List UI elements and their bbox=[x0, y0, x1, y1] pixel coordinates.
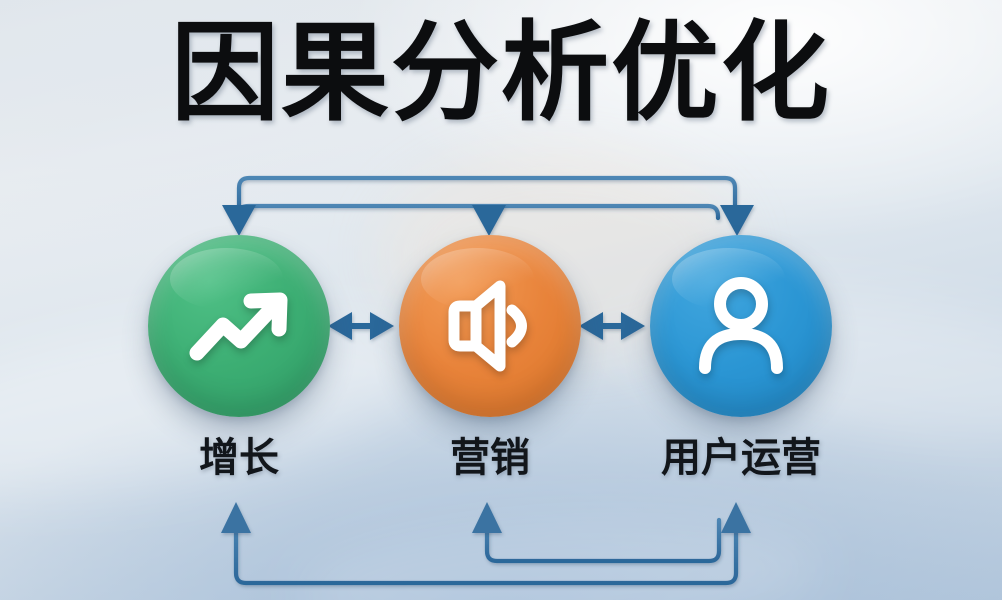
page-title: 因果分析优化 bbox=[170, 12, 831, 133]
arrowhead-up-marketing bbox=[472, 502, 502, 533]
node-label-growth: 增长 bbox=[199, 436, 279, 480]
connector-marketing-users bbox=[579, 312, 645, 340]
connector-top-inner-path bbox=[236, 203, 721, 221]
bidir-arrowhead-left-west bbox=[328, 312, 352, 340]
arrowhead-down-users bbox=[720, 205, 754, 236]
connector-top-outer-path bbox=[236, 175, 738, 219]
connector-growth-marketing bbox=[328, 312, 394, 340]
node-marketing[interactable] bbox=[399, 235, 581, 417]
background-sheen-bottom bbox=[297, 506, 823, 600]
trending-up-icon bbox=[183, 279, 295, 373]
connector-bottom-outer-path bbox=[233, 517, 739, 586]
node-label-marketing: 营销 bbox=[450, 436, 530, 480]
node-growth[interactable] bbox=[148, 235, 330, 417]
connector-bottom-inner-path bbox=[484, 517, 722, 564]
arrowhead-down-growth bbox=[222, 205, 256, 236]
node-label-user-operations: 用户运营 bbox=[661, 436, 821, 480]
bidir-arrowhead-right-west bbox=[579, 312, 603, 340]
node-user-operations[interactable] bbox=[650, 235, 832, 417]
bidir-arrowhead-right-east bbox=[621, 312, 645, 340]
user-icon bbox=[689, 274, 793, 378]
arrowhead-down-marketing bbox=[472, 205, 506, 236]
bidir-shaft-right bbox=[595, 323, 629, 329]
bidir-arrowhead-left-east bbox=[370, 312, 394, 340]
arrowhead-up-growth bbox=[221, 502, 251, 533]
bidir-shaft-left bbox=[344, 323, 378, 329]
arrowhead-up-users bbox=[721, 502, 751, 533]
megaphone-icon bbox=[438, 276, 542, 376]
